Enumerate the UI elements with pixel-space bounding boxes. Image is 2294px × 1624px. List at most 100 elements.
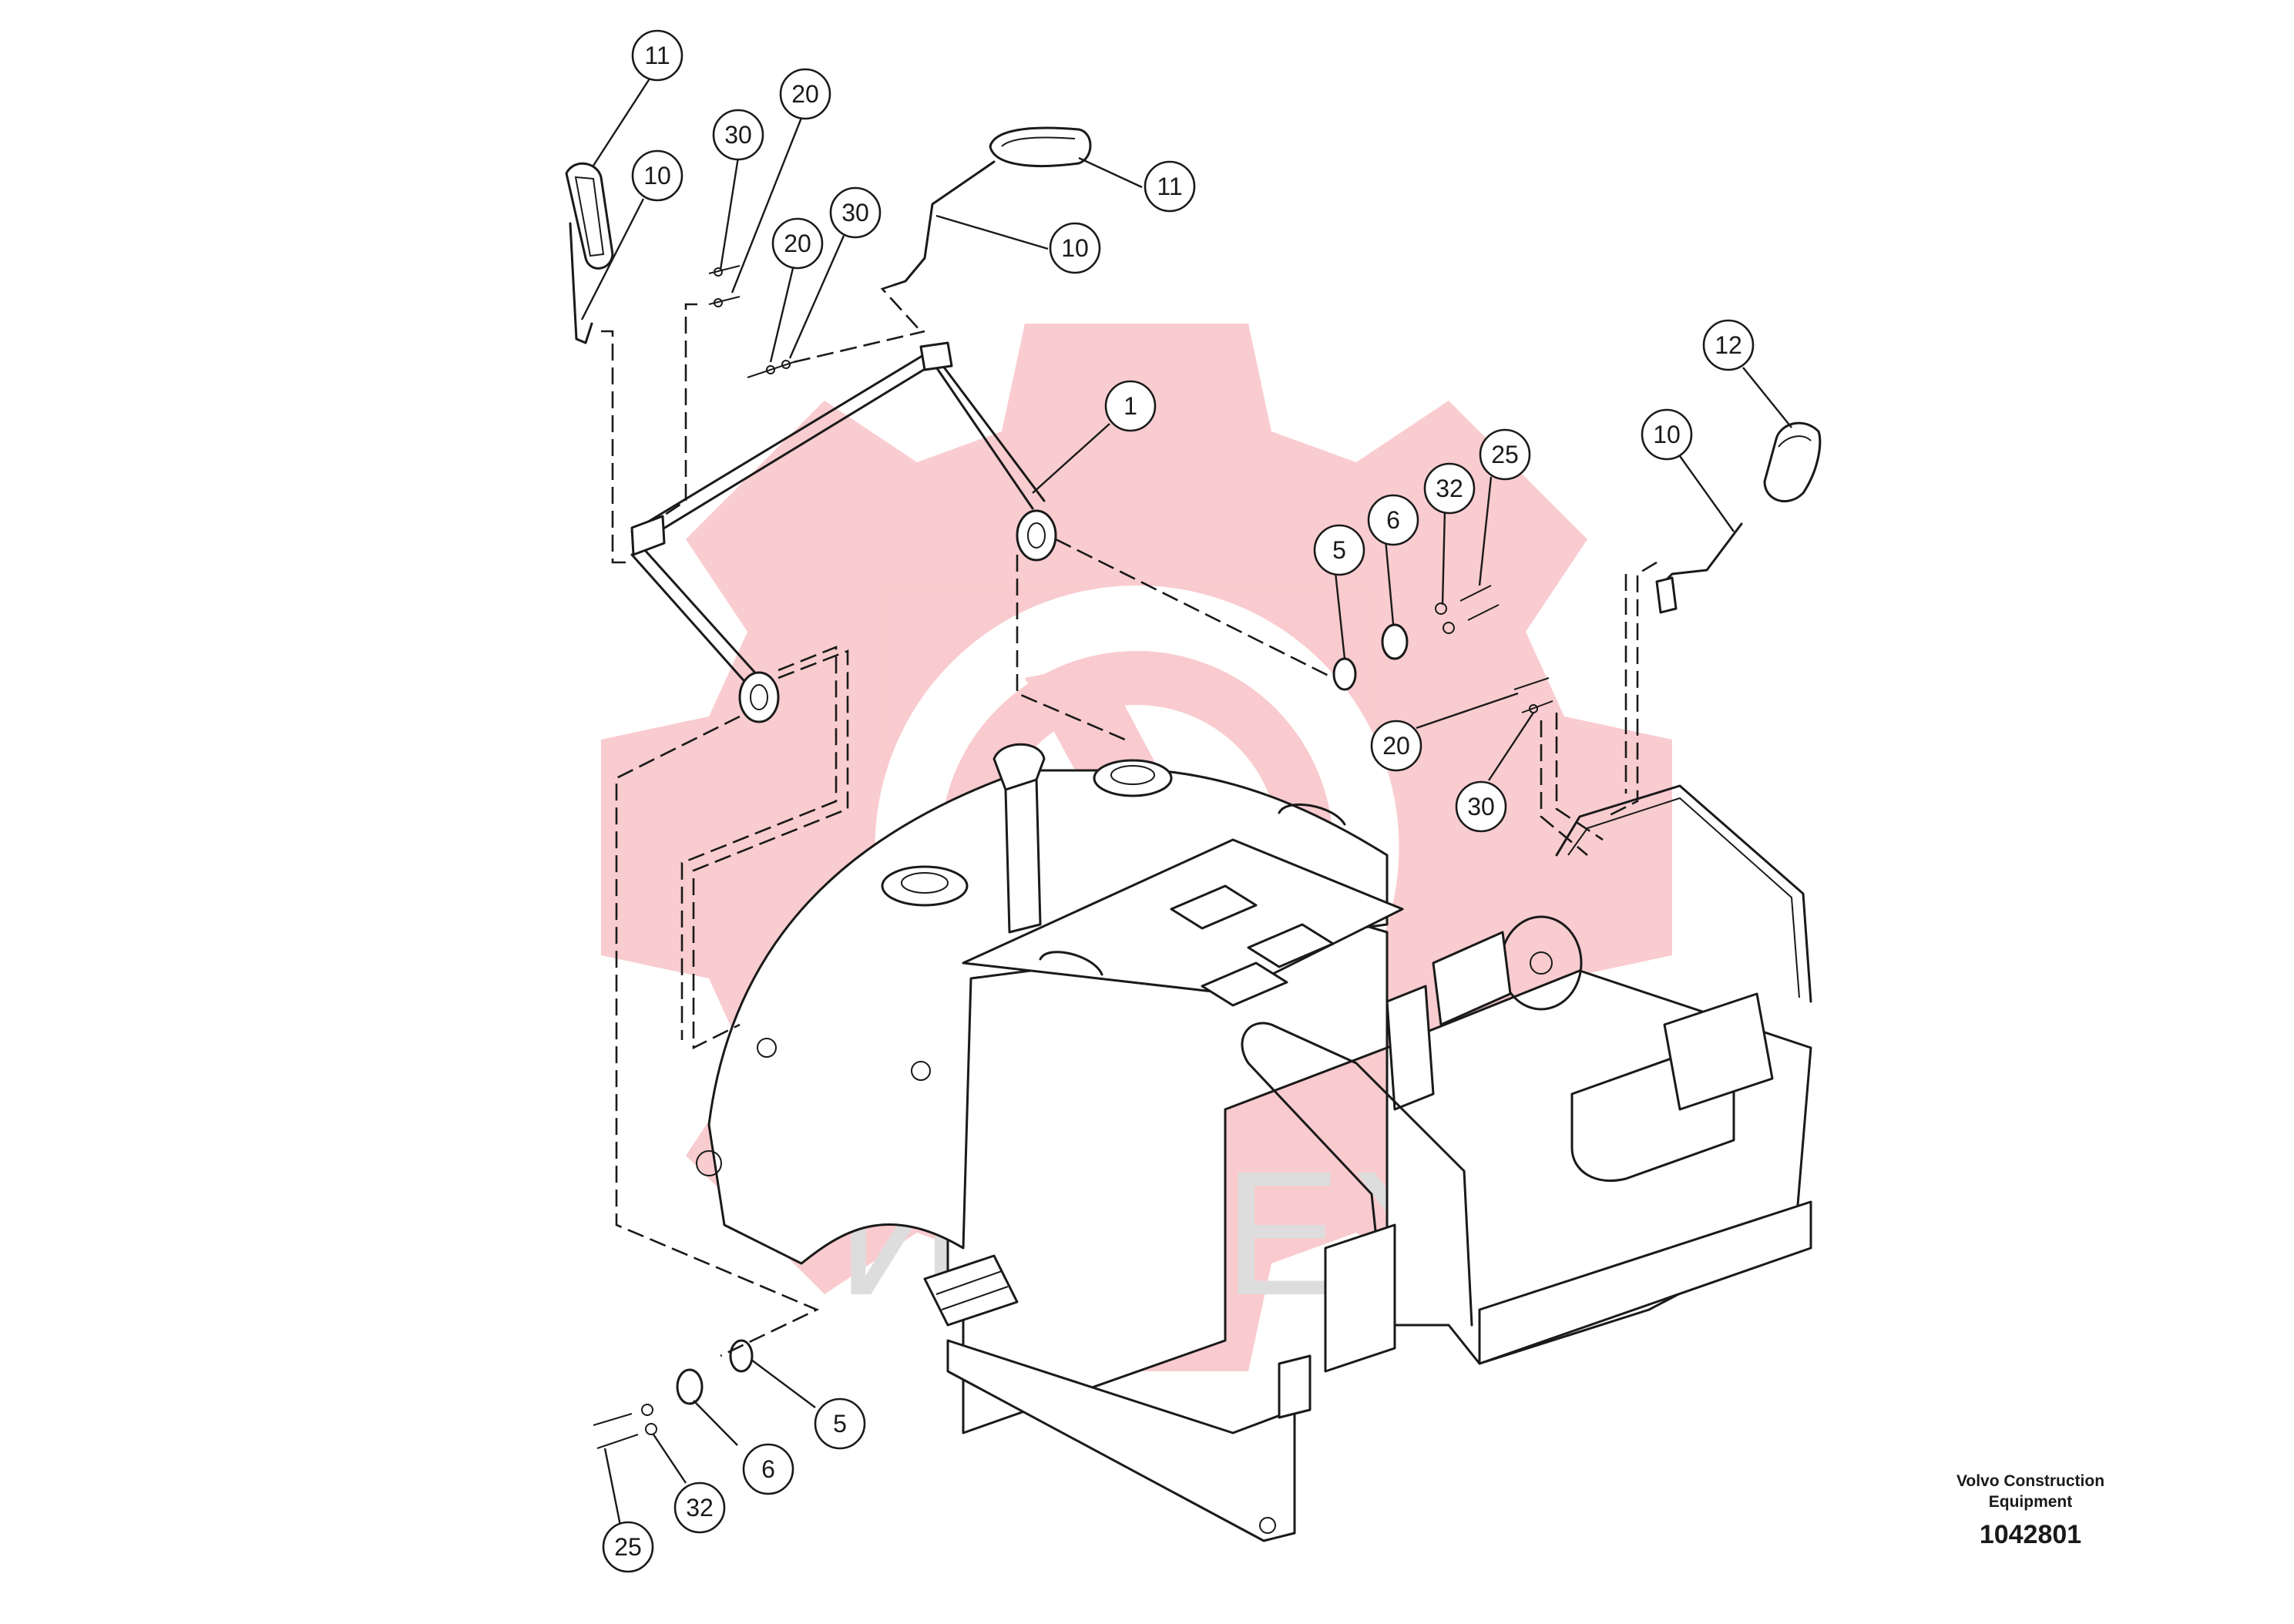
frame-hole-2 [911,1061,931,1081]
guide-right-mirror [1606,561,1658,818]
callouts: 11 10 30 20 20 30 11 10 1 12 10 25 32 6 … [602,29,1755,1573]
guide-left-mirror [601,330,632,564]
mount-clamp-upper [1016,509,1057,562]
assembly-guide-lines [601,284,1658,1357]
callout-5-lower[interactable]: 5 [814,1398,866,1450]
callout-10-right[interactable]: 10 [1641,408,1693,461]
guide-lower-clamp-inner [692,649,849,1050]
leader-32-lower [653,1434,687,1484]
tow-eye [696,1150,722,1176]
guide-right-bolts-2 [1555,713,1604,841]
svg-text:1: 1 [1123,392,1137,420]
leader-6-lower [693,1400,738,1446]
mirror-11-right [989,126,1092,167]
mirror-assembly-right [1655,421,1822,614]
mirror-11-right-inner [1001,136,1076,147]
water-filler-cap [1093,759,1173,797]
svg-text:20: 20 [784,230,811,257]
svg-text:32: 32 [686,1494,714,1522]
callout-32-lower[interactable]: 32 [673,1481,726,1534]
mirror-assembly-top [892,126,1092,287]
leader-30-upper-mid [788,235,845,359]
handle-rear [1278,803,1346,826]
mount-clamp-lower [738,671,780,723]
svg-text:6: 6 [761,1455,775,1483]
steering-hub [1530,951,1553,975]
callout-6-upper[interactable]: 6 [1367,494,1419,546]
svg-text:30: 30 [724,121,752,149]
callout-20-upper-left[interactable]: 20 [779,68,831,120]
mount-arm-1 [630,353,938,545]
svg-text:6: 6 [1386,506,1400,534]
callout-20-right[interactable]: 20 [1370,720,1422,772]
leader-5-upper [1334,572,1346,659]
svg-text:5: 5 [833,1410,847,1438]
leader-25-lower [603,1448,622,1526]
svg-text:20: 20 [791,80,819,108]
callout-11-left[interactable]: 11 [631,29,683,82]
callout-12[interactable]: 12 [1702,319,1755,371]
washer-32-upper-a [1435,602,1447,615]
leader-1 [1032,423,1110,494]
water-filler-cap-inner [1110,765,1155,785]
machine-body [696,743,1404,1542]
callout-5-upper[interactable]: 5 [1313,524,1365,576]
guide-mid-mirror [880,284,922,332]
callout-30-upper-left[interactable]: 30 [712,109,764,161]
svg-text:25: 25 [614,1533,642,1561]
guard-rail-front [1241,1022,1473,1342]
mirror-12 [1763,421,1822,503]
washer-30-upper-left-b [714,298,723,307]
callout-10-left[interactable]: 10 [631,149,683,202]
leader-6-upper [1384,539,1395,625]
small-bracket [1278,1354,1312,1419]
bracket-10-mid [892,160,996,287]
callout-25-upper[interactable]: 25 [1479,428,1531,481]
washer-30-upper-left-a [714,267,723,277]
callout-11-right[interactable]: 11 [1144,160,1196,213]
svg-text:32: 32 [1436,475,1463,502]
guard-rail-rear-inner [1567,797,1800,998]
lower-frame-plate [946,1339,1296,1542]
fuel-filler-cap-left [881,865,969,907]
hatch-panel-1 [1170,884,1258,930]
mount-flange-right [919,341,953,371]
callout-25-lower[interactable]: 25 [602,1521,654,1573]
mount-flange-left [630,515,666,556]
callout-10-mid[interactable]: 10 [1049,222,1101,274]
leader-32-upper [1441,509,1446,606]
svg-text:10: 10 [1061,234,1089,262]
guide-upper-clamp [1055,538,1334,679]
leader-10-right [1679,455,1735,532]
callout-6-lower[interactable]: 6 [742,1443,794,1495]
mount-clamp-lower-inner [750,684,768,710]
bracket-10-left [569,222,593,344]
leader-30-right [1487,712,1535,781]
callout-30-upper-mid[interactable]: 30 [829,186,882,239]
svg-text:10: 10 [643,162,671,190]
svg-text:30: 30 [1467,793,1495,820]
leader-12 [1742,367,1792,428]
exhaust-tip [992,743,1046,791]
svg-text:30: 30 [841,199,869,226]
callout-30-right[interactable]: 30 [1455,780,1507,833]
svg-text:5: 5 [1332,536,1346,564]
mirror-12-inner [1778,435,1812,448]
washer-32-lower-a [641,1404,653,1416]
guide-upper-clamp-2 [1016,555,1126,741]
leader-20-right [1416,692,1519,730]
washer-20-upper-mid [766,365,775,374]
leader-30-upper-left [719,156,740,270]
spacer-6-lower [676,1368,704,1405]
steering-column [1432,931,1512,1026]
svg-text:25: 25 [1491,441,1519,468]
leader-20-upper-mid [769,264,795,363]
callout-32-upper[interactable]: 32 [1423,462,1476,515]
drawing-reference-number: 1042801 [1980,1520,2081,1549]
frame-hole-1 [757,1038,777,1058]
callout-20-upper-mid[interactable]: 20 [771,217,824,270]
callout-1[interactable]: 1 [1104,380,1157,432]
handle-front [1039,951,1103,976]
platform-side [1478,1200,1812,1365]
leader-25-upper [1478,476,1493,586]
